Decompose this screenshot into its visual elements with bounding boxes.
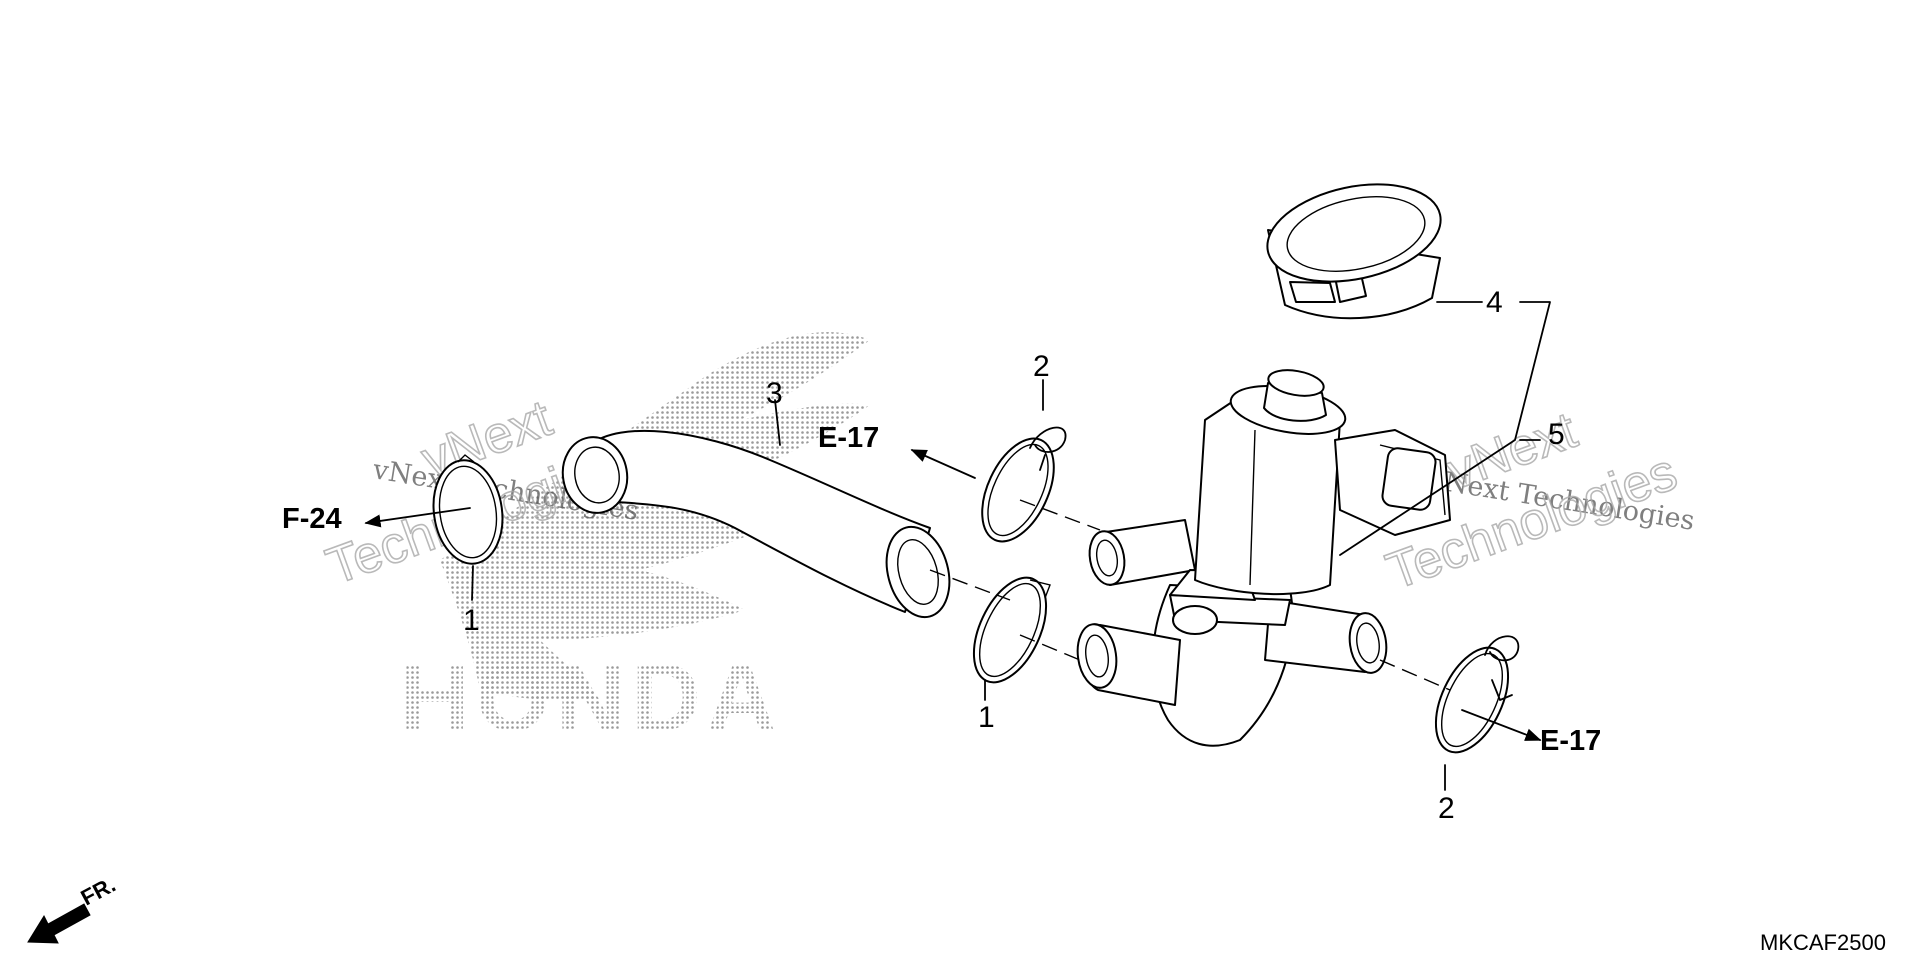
callout-1-center: 1 — [978, 701, 995, 734]
honda-logo-text: HONDA — [400, 644, 782, 751]
clamp-part-1-left — [432, 454, 504, 565]
cap-part-4 — [1266, 183, 1442, 320]
callout-2-bottom: 2 — [1438, 792, 1455, 825]
callout-1-left: 1 — [463, 604, 480, 637]
callout-2-top: 2 — [1033, 350, 1050, 383]
clamp-part-1-center — [972, 576, 1051, 684]
ref-f-24: F-24 — [282, 503, 342, 535]
callout-3: 3 — [766, 377, 783, 410]
spring-clamp-part-2-top — [981, 426, 1067, 543]
callout-4: 4 — [1486, 286, 1503, 319]
assembly-lines — [929, 499, 1451, 691]
ref-e-17-top: E-17 — [818, 422, 879, 454]
leader-lines — [471, 301, 1551, 791]
valve-assembly-part-5 — [1076, 369, 1451, 747]
honda-wing-logo: HONDA — [400, 332, 870, 751]
ref-e-17-bottom: E-17 — [1540, 725, 1601, 757]
reference-labels: F-24 E-17 E-17 — [282, 422, 1601, 757]
front-direction-marker: FR. — [27, 872, 120, 944]
callout-5: 5 — [1548, 418, 1565, 451]
front-arrow-icon — [27, 903, 91, 944]
hose-part-3 — [561, 429, 951, 619]
callouts: 1 1 2 2 3 4 5 — [463, 286, 1565, 825]
spring-clamp-part-2-bottom — [1434, 635, 1520, 754]
reference-arrows — [364, 449, 1542, 741]
diagram-code: MKCAF2500 — [1760, 930, 1886, 955]
